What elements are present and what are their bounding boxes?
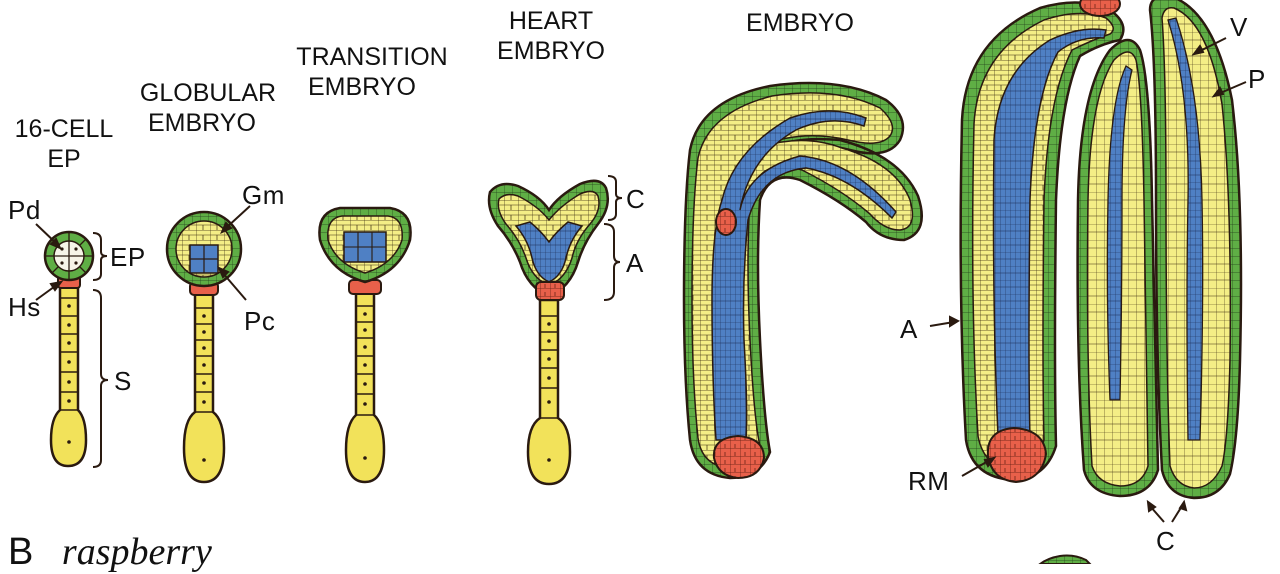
torpedo-shoot-meristem [716, 209, 736, 235]
embryo-heart [489, 176, 622, 484]
panel-b-letter: B [8, 531, 33, 573]
label-c: C [626, 186, 645, 212]
hypophysis-heart [536, 282, 564, 300]
label-a-mature: A [900, 316, 918, 342]
suspensor-16-cell [51, 282, 86, 466]
embryo-mature [930, 0, 1246, 522]
mature-root-meristem [988, 428, 1046, 482]
panel-b-label: B raspberry [8, 530, 212, 574]
label-pc: Pc [244, 308, 275, 334]
label-v: V [1230, 14, 1248, 40]
embryo-raspberry-partial [1040, 556, 1090, 565]
label-s: S [114, 368, 132, 394]
label-ep: EP [110, 244, 146, 270]
embryo-globular [167, 206, 250, 482]
bracket-c [608, 176, 622, 220]
embryo-transition [319, 208, 410, 482]
label-hs: Hs [8, 294, 41, 320]
suspensor-globular [184, 292, 224, 482]
suspensor-transition [346, 290, 384, 482]
suspensor-heart [528, 300, 570, 484]
label-p: P [1248, 66, 1266, 92]
label-pd: Pd [8, 197, 41, 223]
panel-b-name: raspberry [62, 531, 212, 573]
label-a: A [626, 250, 644, 276]
bracket-s [93, 290, 108, 467]
mature-shoot-meristem [1080, 0, 1120, 16]
label-gm: Gm [242, 182, 285, 208]
torpedo-root-meristem [714, 436, 764, 478]
bracket-a [604, 224, 620, 300]
bracket-ep [93, 233, 107, 280]
label-rm: RM [908, 468, 949, 494]
embryo-torpedo [684, 83, 922, 478]
embryo-16-cell [36, 224, 108, 467]
label-c-mature: C [1156, 528, 1175, 554]
